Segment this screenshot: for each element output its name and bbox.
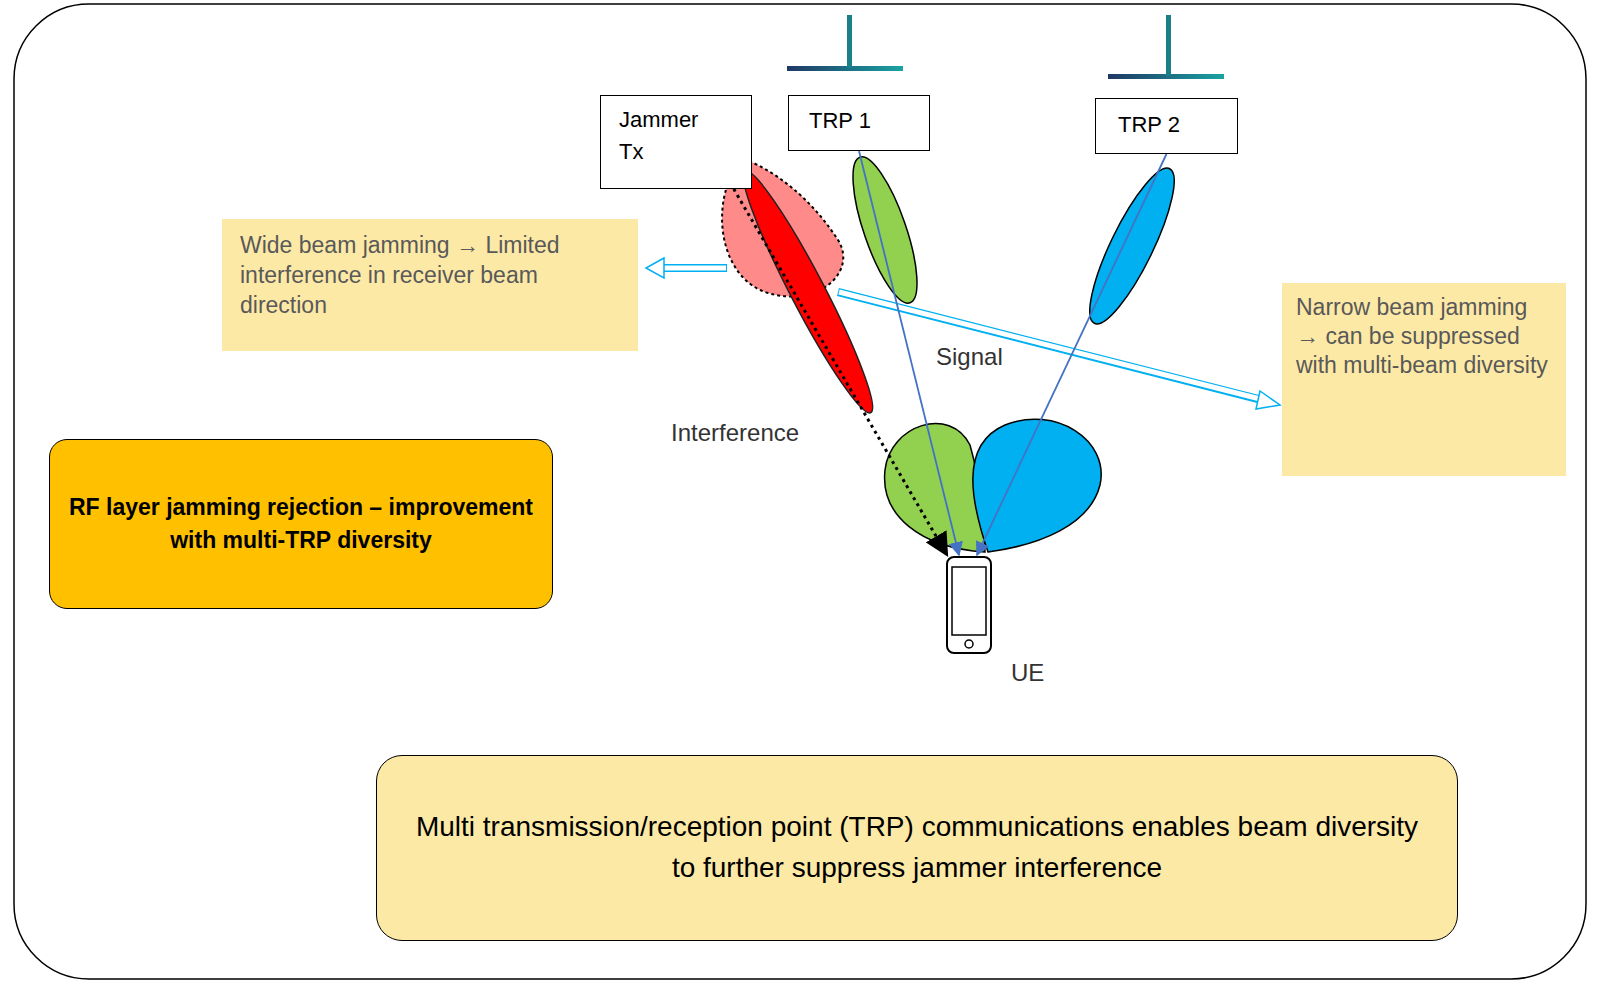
signal-label: Signal <box>933 343 1006 372</box>
node-text: Multi transmission/reception point (TRP)… <box>407 807 1427 888</box>
node-text: Narrow beam jamming → can be suppressed … <box>1296 293 1552 379</box>
title-box: RF layer jamming rejection – improvement… <box>49 439 553 609</box>
callout-arrow-wide <box>646 258 727 278</box>
rx-lobe-green <box>885 423 985 552</box>
device-label: UE <box>1011 659 1044 687</box>
node-text: TRP 1 <box>809 108 909 134</box>
antenna-trp2 <box>1108 15 1224 79</box>
node-text: Wide beam jamming → Limited interference… <box>240 231 620 321</box>
frame <box>14 4 1586 979</box>
interference-arrow <box>734 189 947 555</box>
phone-icon <box>945 555 995 657</box>
node-text: RF layer jamming rejection – improvement… <box>68 491 534 558</box>
callout-box: Wide beam jamming → Limited interference… <box>222 219 638 351</box>
summary-box: Multi transmission/reception point (TRP)… <box>376 755 1458 941</box>
trp1-beam <box>840 150 930 309</box>
antenna-trp1 <box>787 15 903 71</box>
trp-box: TRP 1 <box>788 95 930 151</box>
jammer-box: Jammer Tx <box>600 95 752 189</box>
callout-arrow-narrow <box>838 292 1280 409</box>
trp2-beam <box>1075 159 1188 332</box>
ue-device: UE <box>945 555 1045 691</box>
trp-box: TRP 2 <box>1095 98 1238 154</box>
node-text: Jammer Tx <box>619 104 711 168</box>
callout-box: Narrow beam jamming → can be suppressed … <box>1282 283 1566 476</box>
interference-label: Interference <box>668 419 802 448</box>
node-text: TRP 2 <box>1118 112 1215 138</box>
rx-lobe-blue <box>973 419 1101 552</box>
